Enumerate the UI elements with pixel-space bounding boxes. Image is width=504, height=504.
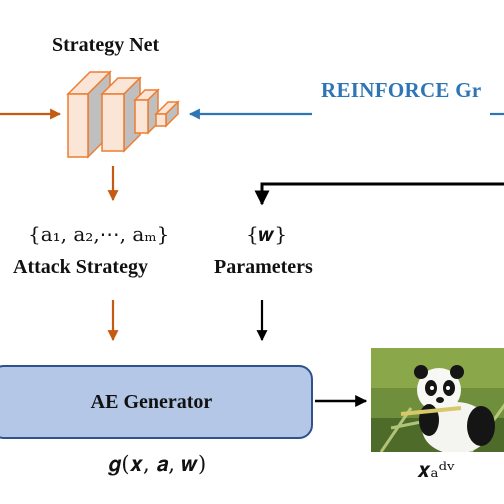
parameters-set: {𝒘} [246, 222, 288, 246]
adversarial-panda-image [371, 348, 504, 452]
strategy-net-icon [66, 70, 180, 159]
reinforce-label: REINFORCE Gr [321, 78, 482, 102]
ae-generator-box: AE Generator [0, 365, 313, 439]
attack-strategy-label: Attack Strategy [13, 256, 148, 278]
strategy-net-title: Strategy Net [52, 34, 160, 56]
ae-generator-label: AE Generator [90, 390, 213, 413]
attack-strategy-set: {a₁, a₂,⋯, aₘ} [28, 222, 170, 246]
parameters-label: Parameters [214, 256, 313, 278]
parameters-feedback-arrow [254, 182, 504, 206]
output-label: 𝒙ₐᵈᵛ [417, 458, 455, 482]
generator-formula: 𝒈(𝒙, 𝒂, 𝒘) [108, 452, 207, 476]
